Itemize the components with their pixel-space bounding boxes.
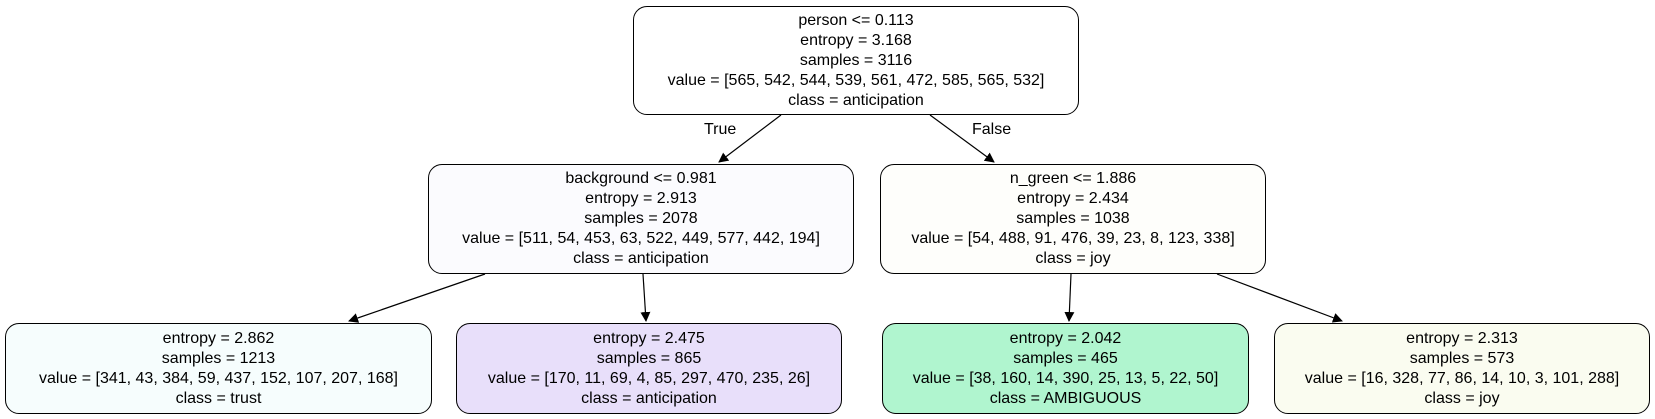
node-class: class = joy bbox=[1424, 389, 1500, 407]
tree-leaf-left-right: entropy = 2.475 samples = 865 value = [1… bbox=[456, 323, 842, 414]
node-value: value = [16, 328, 77, 86, 14, 10, 3, 101… bbox=[1304, 369, 1620, 387]
edge-root-right bbox=[929, 114, 995, 163]
node-value: value = [341, 43, 384, 59, 437, 152, 107… bbox=[39, 369, 398, 387]
node-split-rule: person <= 0.113 bbox=[798, 11, 914, 29]
node-class: class = trust bbox=[175, 389, 262, 407]
tree-node-root: person <= 0.113 entropy = 3.168 samples … bbox=[633, 6, 1079, 115]
tree-leaf-right-right: entropy = 2.313 samples = 573 value = [1… bbox=[1274, 323, 1650, 414]
node-class: class = AMBIGUOUS bbox=[989, 389, 1142, 407]
node-split-rule: n_green <= 1.886 bbox=[1009, 170, 1137, 187]
edge-right-rightleft bbox=[1064, 273, 1075, 322]
tree-leaf-left-left: entropy = 2.862 samples = 1213 value = [… bbox=[5, 323, 432, 414]
edge-label-true: True bbox=[704, 121, 737, 138]
node-class: class = anticipation bbox=[573, 250, 709, 267]
node-samples: samples = 865 bbox=[596, 349, 702, 367]
node-samples: samples = 1038 bbox=[1016, 210, 1130, 227]
edge-left-leftright bbox=[640, 273, 651, 322]
node-entropy: entropy = 2.913 bbox=[585, 190, 697, 207]
node-value: value = [511, 54, 453, 63, 522, 449, 577… bbox=[462, 230, 820, 247]
node-entropy: entropy = 2.862 bbox=[162, 329, 275, 347]
node-split-rule: background <= 0.981 bbox=[565, 170, 717, 187]
tree-leaf-right-left: entropy = 2.042 samples = 465 value = [3… bbox=[882, 323, 1249, 414]
node-entropy: entropy = 2.475 bbox=[593, 329, 705, 347]
edge-left-leftleft bbox=[348, 273, 486, 323]
node-entropy: entropy = 2.313 bbox=[1406, 329, 1518, 347]
node-entropy: entropy = 3.168 bbox=[800, 31, 912, 49]
node-value: value = [38, 160, 14, 390, 25, 13, 5, 22… bbox=[912, 369, 1219, 387]
node-samples: samples = 573 bbox=[1409, 349, 1515, 367]
edge-right-rightright bbox=[1216, 273, 1343, 323]
edge-root-left bbox=[718, 114, 782, 163]
node-entropy: entropy = 2.434 bbox=[1017, 190, 1129, 207]
node-value: value = [54, 488, 91, 476, 39, 23, 8, 12… bbox=[911, 230, 1235, 247]
tree-node-right: n_green <= 1.886 entropy = 2.434 samples… bbox=[880, 164, 1266, 274]
node-class: class = anticipation bbox=[788, 91, 924, 109]
tree-node-left: background <= 0.981 entropy = 2.913 samp… bbox=[428, 164, 854, 274]
node-samples: samples = 2078 bbox=[584, 210, 698, 227]
node-value: value = [565, 542, 544, 539, 561, 472, 5… bbox=[667, 71, 1045, 89]
node-samples: samples = 465 bbox=[1013, 349, 1118, 367]
node-samples: samples = 3116 bbox=[799, 51, 913, 69]
node-samples: samples = 1213 bbox=[161, 349, 276, 367]
node-class: class = anticipation bbox=[581, 389, 717, 407]
node-class: class = joy bbox=[1035, 250, 1111, 267]
edge-label-false: False bbox=[972, 121, 1012, 138]
node-value: value = [170, 11, 69, 4, 85, 297, 470, 2… bbox=[487, 369, 811, 387]
node-entropy: entropy = 2.042 bbox=[1009, 329, 1122, 347]
